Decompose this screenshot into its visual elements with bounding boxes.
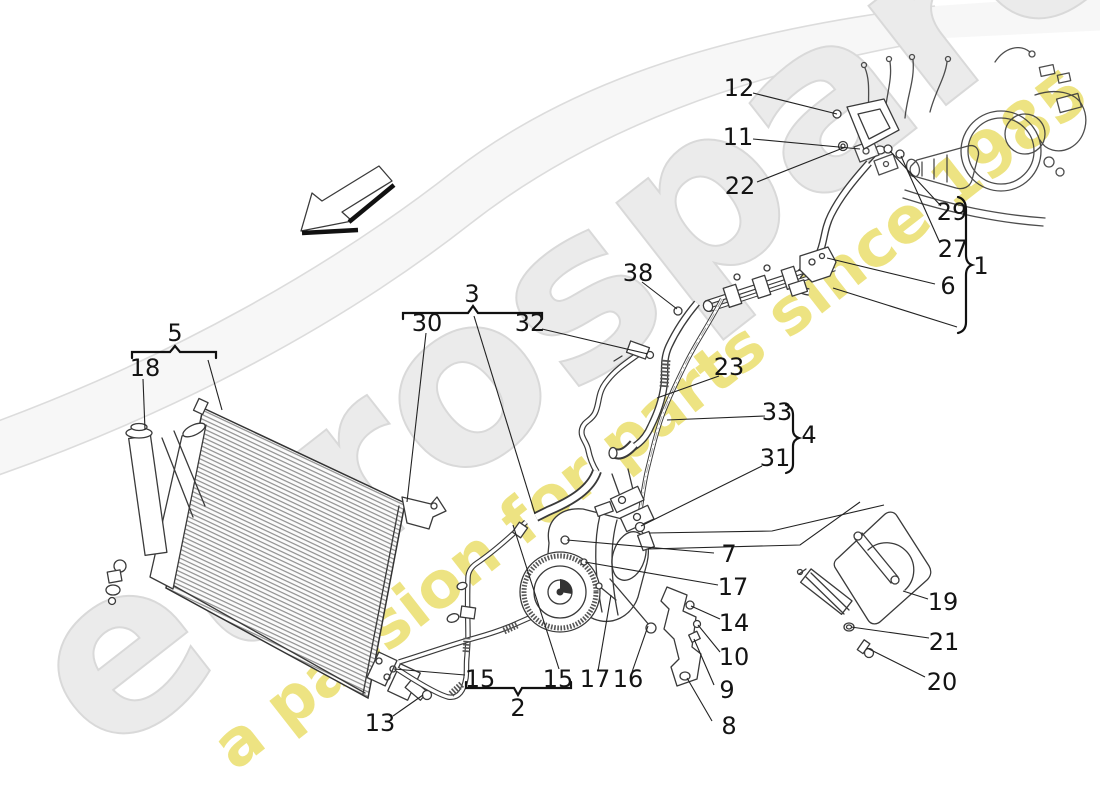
part-label-18: 18 (130, 354, 161, 382)
part-label-2: 2 (510, 694, 525, 722)
bracket-group-4 (784, 403, 803, 475)
compressor (519, 500, 657, 634)
mounting-bracket-8 (660, 586, 702, 687)
watermark-swoosh-edge-top (0, 5, 936, 422)
part-label-27: 27 (938, 235, 969, 263)
part-label-8: 8 (721, 712, 736, 740)
bolt-20 (856, 639, 875, 659)
bracket-group-3 (401, 304, 544, 321)
part-label-16: 16 (613, 665, 644, 693)
bolt-17 (595, 582, 617, 601)
nut-22 (837, 140, 849, 152)
part-label-22: 22 (725, 172, 756, 200)
part-label-5: 5 (167, 319, 182, 347)
part-label-31: 31 (760, 444, 791, 472)
part-label-38: 38 (623, 259, 654, 287)
gasket-and-fasteners (832, 98, 905, 159)
bracket-group-5 (130, 344, 218, 360)
part-label-20: 20 (927, 668, 958, 696)
watermark-swoosh-band (0, 0, 1100, 478)
part-label-1: 1 (973, 252, 988, 280)
cover-plate (796, 511, 932, 659)
part-label-29: 29 (937, 198, 968, 226)
bolt-16 (609, 578, 657, 634)
part-label-21: 21 (929, 628, 960, 656)
watermark-swoosh-edge-bottom (0, 37, 946, 476)
part-label-33: 33 (762, 398, 793, 426)
part-label-3: 3 (464, 280, 479, 308)
leader-lines (142, 92, 958, 722)
bracket-group-1 (956, 195, 976, 335)
bolt-14 (685, 600, 695, 610)
receiver-drier (105, 422, 168, 606)
bracket-group-2 (464, 680, 573, 698)
part-label-30: 30 (412, 309, 443, 337)
pipe-flange-32 (613, 340, 655, 362)
condenser-bottom-fitting (366, 651, 433, 701)
part-label-4: 4 (801, 421, 816, 449)
condenser-tank-cap (182, 422, 206, 438)
direction-arrow-icon (300, 165, 396, 236)
part-label-17-right: 17 (718, 573, 749, 601)
part-label-19: 19 (928, 588, 959, 616)
condenser (149, 397, 447, 701)
pipe-clamp (459, 605, 477, 620)
condenser-side-bracket (401, 496, 447, 530)
oring-27 (895, 149, 905, 159)
part-label-6: 6 (940, 272, 955, 300)
part-label-15-mid: 15 (543, 665, 574, 693)
ac-pipes (397, 145, 886, 697)
part-label-14: 14 (719, 609, 750, 637)
pipe-junction-fittings (609, 468, 655, 533)
group-brackets (130, 195, 976, 698)
part-label-23: 23 (714, 353, 745, 381)
part-label-9: 9 (719, 676, 734, 704)
pipe-rail-assembly (673, 246, 837, 316)
part-label-10: 10 (719, 643, 750, 671)
part-labels: 12 11 22 29 27 1 6 38 3 30 32 23 33 4 31… (130, 74, 989, 740)
part-label-17-bottom: 17 (580, 665, 611, 693)
part-label-7: 7 (721, 540, 736, 568)
part-label-12: 12 (724, 74, 755, 102)
part-label-32: 32 (515, 309, 546, 337)
spacer-9 (688, 630, 701, 643)
clip-38 (673, 306, 683, 316)
pipe-stub-fitting (446, 613, 460, 623)
gasket-plate-11 (846, 98, 900, 150)
part-label-15-left: 15 (465, 665, 496, 693)
part-label-13: 13 (365, 709, 396, 737)
condenser-corner-tab (192, 397, 209, 416)
oring-31 (634, 521, 646, 533)
part-label-11: 11 (723, 123, 754, 151)
